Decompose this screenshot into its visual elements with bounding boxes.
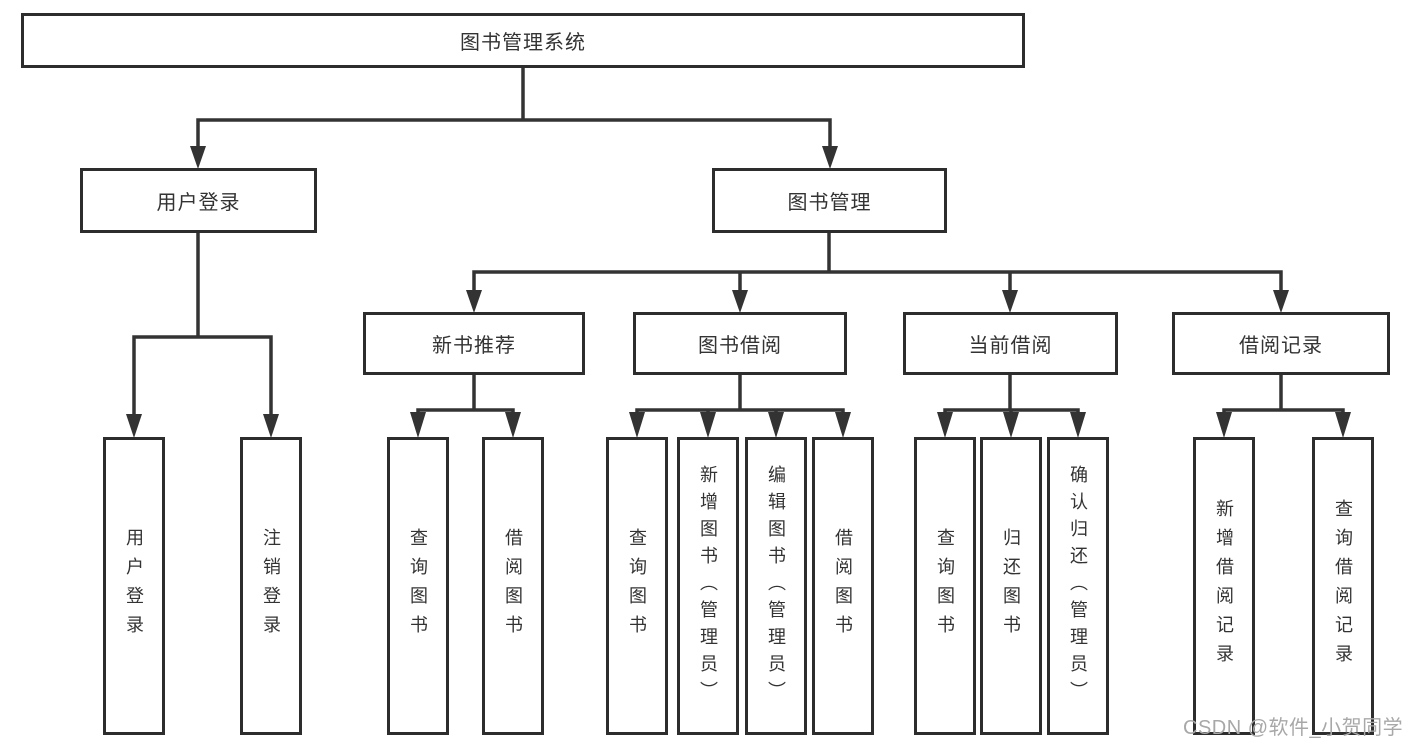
arrowhead-recommend-borrow: [505, 412, 521, 438]
arrowhead-current-return: [1003, 412, 1019, 438]
edge-user-login-branch: [132, 335, 273, 418]
arrowhead-records-add: [1216, 412, 1232, 438]
arrowhead-leaf-logout: [263, 414, 279, 438]
node-label: 归还图书: [1001, 528, 1021, 644]
arrowhead-borrowing-borrow: [835, 412, 851, 438]
leaf-recommend-query-books: 查询图书: [387, 437, 449, 735]
leaf-recommend-borrow-books: 借阅图书: [482, 437, 544, 735]
arrowhead-user-login: [190, 146, 206, 169]
arrowhead-current-borrowing: [1002, 290, 1018, 313]
arrowhead-borrowing-query: [629, 412, 645, 438]
node-label: 用户登录: [156, 192, 241, 214]
leaf-current-query-books: 查询图书: [914, 437, 976, 735]
edge-borrowing-branch: [635, 408, 845, 418]
node-label: 图书管理系统: [460, 32, 586, 54]
node-label: 注销登录: [261, 528, 281, 644]
node-current-borrowing: 当前借阅: [903, 312, 1118, 375]
node-label: 查询图书: [935, 528, 955, 644]
edge-level3-branch: [472, 270, 1283, 295]
edge-records-branch: [1222, 408, 1345, 418]
node-user-login: 用户登录: [80, 168, 317, 233]
watermark-text: CSDN @软件_小贺同学: [1183, 717, 1404, 739]
leaf-records-add-borrow-record: 新增借阅记录: [1193, 437, 1255, 735]
node-label: 新增借阅记录: [1214, 499, 1234, 673]
arrowhead-recommend-query: [410, 412, 426, 438]
leaf-borrowing-add-books-admin: 新增图书（管理员）: [677, 437, 739, 735]
arrowhead-book-management: [822, 146, 838, 169]
edge-recommend-branch: [416, 408, 515, 418]
arrowhead-leaf-user-login: [126, 414, 142, 438]
leaf-borrowing-edit-books-admin: 编辑图书（管理员）: [745, 437, 807, 735]
arrowhead-book-borrowing: [732, 290, 748, 313]
node-label: 图书管理: [787, 192, 872, 214]
node-label: 当前借阅: [968, 335, 1053, 357]
node-label: 查询借阅记录: [1333, 499, 1353, 673]
node-book-borrowing: 图书借阅: [633, 312, 847, 375]
arrowhead-borrowing-records: [1273, 290, 1289, 313]
arrowhead-new-book-recommend: [466, 290, 482, 313]
arrowhead-records-query: [1335, 412, 1351, 438]
node-label: 新书推荐: [432, 335, 516, 357]
arrowhead-borrowing-add: [700, 412, 716, 438]
node-root-library-system: 图书管理系统: [21, 13, 1025, 68]
node-new-book-recommend: 新书推荐: [363, 312, 585, 375]
arrowhead-current-query: [937, 412, 953, 438]
node-book-management: 图书管理: [712, 168, 947, 233]
node-label: 借阅图书: [503, 528, 523, 644]
leaf-user-login: 用户登录: [103, 437, 165, 735]
node-borrowing-records: 借阅记录: [1172, 312, 1390, 375]
node-label: 图书借阅: [698, 335, 782, 357]
node-label: 查询图书: [408, 528, 428, 644]
node-label: 编辑图书（管理员）: [766, 464, 786, 708]
leaf-records-query-borrow-record: 查询借阅记录: [1312, 437, 1374, 735]
leaf-current-return-books: 归还图书: [980, 437, 1042, 735]
arrowhead-current-confirm: [1070, 412, 1086, 438]
node-label: 确认归还（管理员）: [1068, 464, 1088, 708]
leaf-current-confirm-return-admin: 确认归还（管理员）: [1047, 437, 1109, 735]
node-label: 借阅记录: [1239, 335, 1323, 357]
edge-root-branch: [196, 118, 832, 150]
leaf-logout-login: 注销登录: [240, 437, 302, 735]
node-label: 查询图书: [627, 528, 647, 644]
leaf-borrowing-query-books: 查询图书: [606, 437, 668, 735]
arrowhead-borrowing-edit: [768, 412, 784, 438]
node-label: 新增图书（管理员）: [698, 464, 718, 708]
node-label: 用户登录: [124, 528, 144, 644]
node-label: 借阅图书: [833, 528, 853, 644]
leaf-borrowing-borrow-books: 借阅图书: [812, 437, 874, 735]
